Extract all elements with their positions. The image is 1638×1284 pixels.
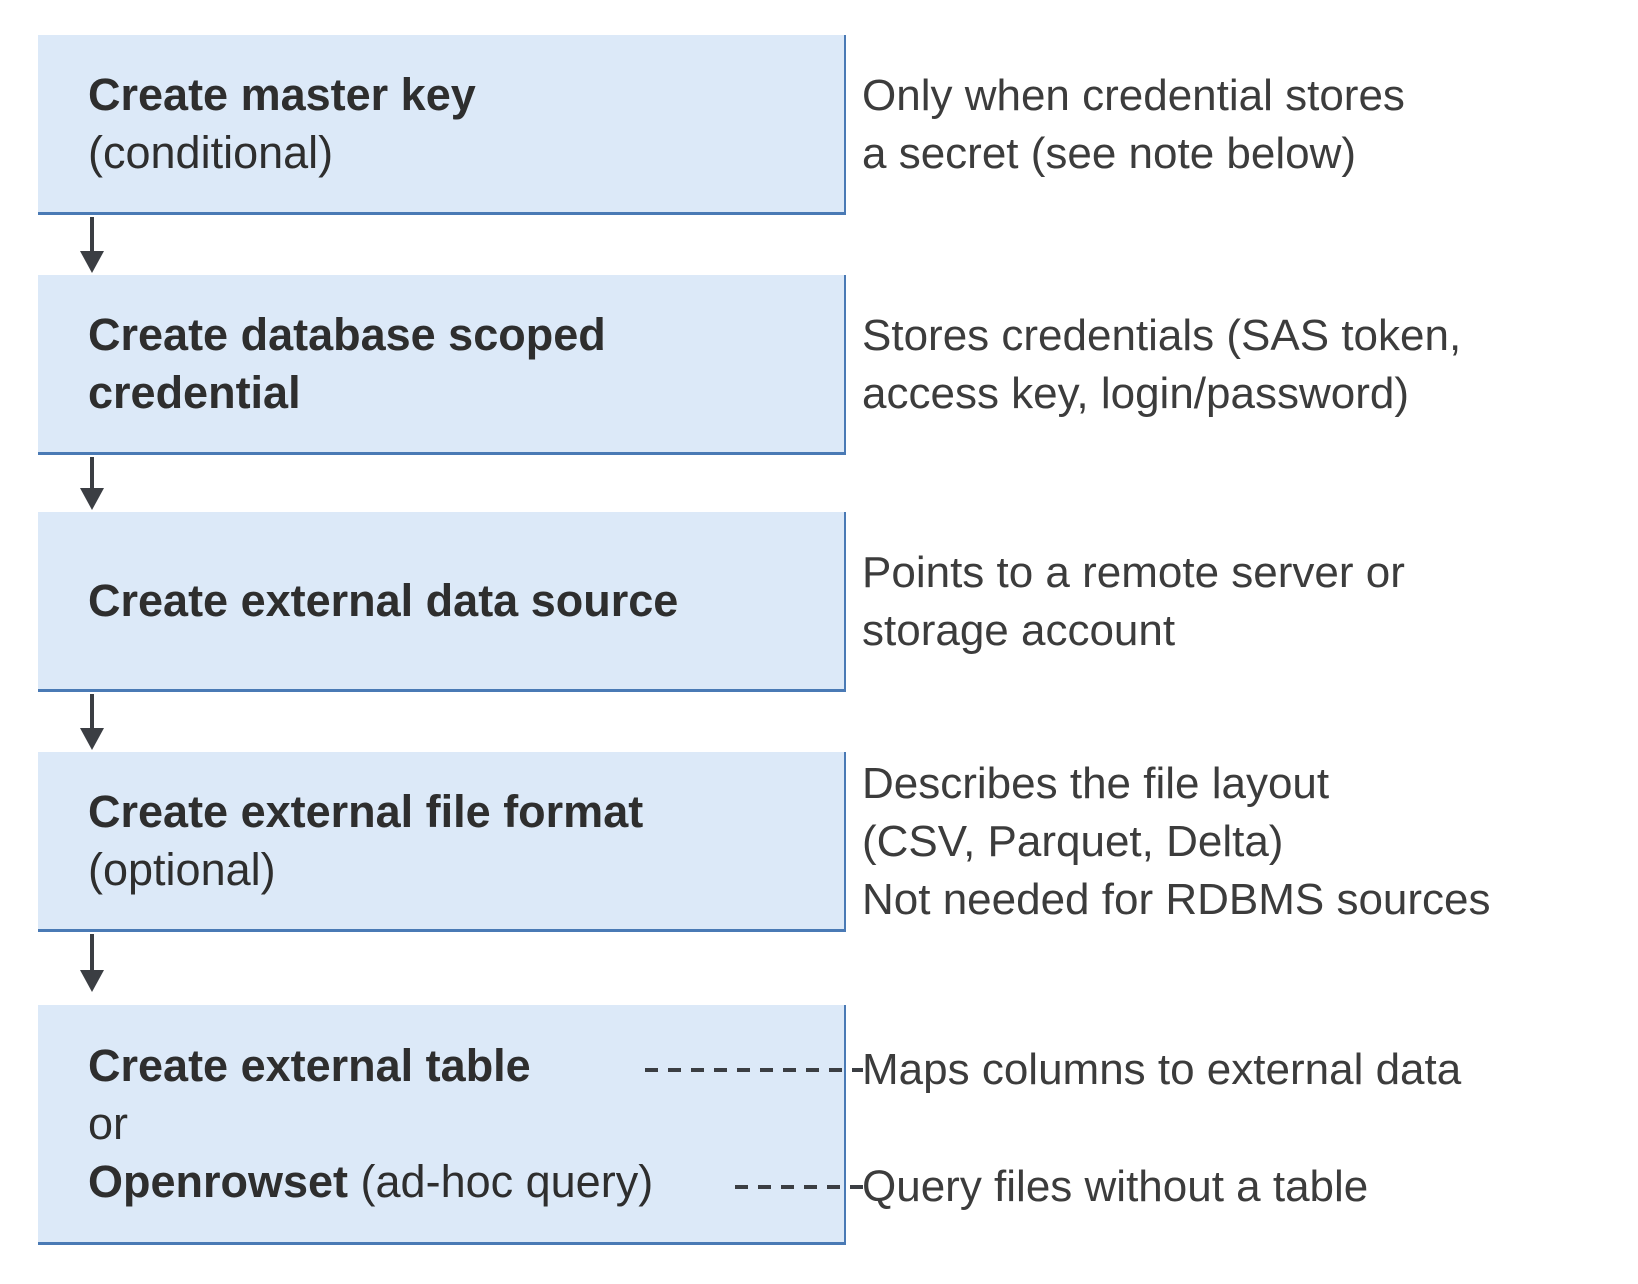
annotation-line: access key, login/password) xyxy=(862,369,1409,418)
step-box-create-external-table-or-openrowset: Create external table or Openrowset (ad-… xyxy=(38,1005,846,1245)
annotation-master-key: Only when credential stores a secret (se… xyxy=(862,35,1632,215)
annotation-line: a secret (see note below) xyxy=(862,129,1357,178)
flow-arrow-down-3 xyxy=(80,694,104,750)
annotation-line: Stores credentials (SAS token, xyxy=(862,311,1462,360)
annotation-database-scoped-credential: Stores credentials (SAS token, access ke… xyxy=(862,275,1632,455)
step-title-external-table: Create external table xyxy=(88,1039,531,1091)
annotation-external-file-format: Describes the file layout (CSV, Parquet,… xyxy=(862,742,1632,942)
step-title: Create external data source xyxy=(88,574,679,626)
dashed-connector-openrowset xyxy=(735,1185,863,1189)
step-box-create-external-data-source: Create external data source xyxy=(38,512,846,692)
arrow-shaft xyxy=(90,934,94,972)
arrow-head xyxy=(80,970,104,992)
annotation-line: Not needed for RDBMS sources xyxy=(862,875,1491,924)
arrow-shaft xyxy=(90,217,94,253)
annotation-line: Query files without a table xyxy=(862,1162,1369,1211)
dashed-connector-external-table xyxy=(645,1068,863,1072)
annotation-line: (CSV, Parquet, Delta) xyxy=(862,817,1284,866)
annotation-line: Describes the file layout xyxy=(862,759,1330,808)
annotation-line: Maps columns to external data xyxy=(862,1045,1462,1094)
arrow-head xyxy=(80,728,104,750)
step-box-create-external-file-format: Create external file format (optional) xyxy=(38,752,846,932)
step-title: Create master key xyxy=(88,68,476,120)
annotation-openrowset: Query files without a table xyxy=(862,1158,1632,1216)
step-title: Create database scoped credential xyxy=(88,308,606,418)
arrow-shaft xyxy=(90,457,94,490)
annotation-line: Only when credential stores xyxy=(862,71,1405,120)
arrow-head xyxy=(80,488,104,510)
arrow-head xyxy=(80,251,104,273)
adhoc-query-label: (ad-hoc query) xyxy=(348,1155,654,1207)
flow-arrow-down-2 xyxy=(80,457,104,510)
step-subtitle: (conditional) xyxy=(88,126,334,178)
flow-arrow-down-4 xyxy=(80,934,104,992)
step-box-create-master-key: Create master key (conditional) xyxy=(38,35,846,215)
step-box-create-database-scoped-credential: Create database scoped credential xyxy=(38,275,846,455)
annotation-line: storage account xyxy=(862,606,1176,655)
step-subtitle: (optional) xyxy=(88,843,276,895)
step-title-openrowset-line: Openrowset (ad-hoc query) xyxy=(88,1153,824,1211)
step-or-label: or xyxy=(88,1097,129,1149)
step-title: Create external file format xyxy=(88,785,644,837)
openrowset-label: Openrowset xyxy=(88,1155,349,1207)
annotation-external-table: Maps columns to external data xyxy=(862,1041,1632,1099)
flow-arrow-down-1 xyxy=(80,217,104,273)
annotation-external-data-source: Points to a remote server or storage acc… xyxy=(862,512,1632,692)
annotation-line: Points to a remote server or xyxy=(862,548,1405,597)
arrow-shaft xyxy=(90,694,94,730)
